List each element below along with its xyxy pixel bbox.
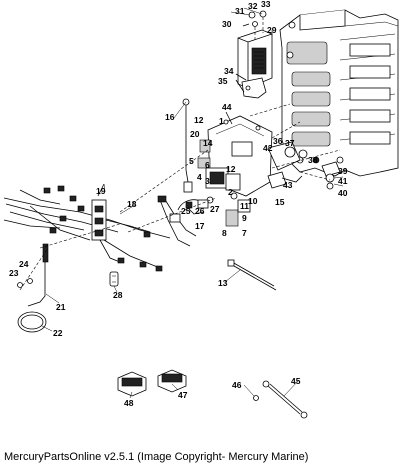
- callout-labels: 1 2 3 4 5 6 7 8 9 10 11 12 12 13 14 15 1…: [9, 0, 348, 408]
- callout-27: 27: [210, 204, 220, 214]
- callout-16: 16: [165, 112, 175, 122]
- sensor-group: [267, 141, 341, 190]
- callout-11: 11: [240, 201, 249, 211]
- callout-19: 19: [96, 186, 106, 196]
- callout-9: 9: [242, 213, 247, 223]
- callout-20: 20: [190, 129, 200, 139]
- callout-31: 31: [235, 6, 245, 16]
- callout-36: 36: [273, 136, 283, 146]
- clip: [97, 183, 105, 197]
- bracket: [235, 73, 267, 99]
- connector-block-47: [157, 369, 187, 393]
- callout-14: 14: [203, 138, 213, 148]
- callout-42: 42: [263, 143, 273, 153]
- callout-7: 7: [242, 228, 247, 238]
- copyright-footer: MercuryPartsOnline v2.5.1 (Image Copyrig…: [4, 451, 309, 463]
- callout-5: 5: [189, 156, 194, 166]
- connectors: [177, 199, 209, 211]
- relay-group: [197, 139, 251, 227]
- callout-28: 28: [113, 290, 123, 300]
- callout-23: 23: [9, 268, 19, 278]
- cable-tie: [227, 259, 277, 291]
- callout-26: 26: [195, 206, 205, 216]
- callout-6: 6: [205, 160, 210, 170]
- terminals: [17, 278, 33, 288]
- battery-cable: [17, 243, 49, 333]
- callout-13: 13: [218, 278, 228, 288]
- callout-22: 22: [53, 328, 63, 338]
- callout-32: 32: [248, 1, 258, 11]
- alignment-lines: [19, 103, 341, 291]
- callout-15: 15: [275, 197, 285, 207]
- probe-lead: [182, 98, 193, 193]
- wiring-harness: [3, 185, 171, 272]
- callout-10: 10: [248, 196, 258, 206]
- callout-3: 3: [205, 176, 210, 186]
- callout-30: 30: [222, 19, 232, 29]
- leader-lines: [41, 7, 344, 399]
- callout-47: 47: [178, 390, 188, 400]
- callout-37: 37: [285, 138, 295, 148]
- callout-34: 34: [224, 66, 234, 76]
- callout-43: 43: [283, 180, 293, 190]
- callout-21: 21: [56, 302, 66, 312]
- callout-38: 38: [308, 155, 318, 165]
- callout-39: 39: [338, 166, 348, 176]
- callout-17: 17: [195, 221, 205, 231]
- callout-1: 1: [219, 116, 224, 126]
- callout-41: 41: [338, 176, 348, 186]
- connector-block-48: [117, 371, 147, 397]
- callout-24: 24: [19, 259, 29, 269]
- engine-block: [279, 9, 399, 177]
- callout-18: 18: [127, 199, 137, 209]
- sub-harness: [157, 195, 205, 247]
- callout-48: 48: [124, 398, 134, 408]
- callout-12: 12: [226, 164, 236, 174]
- ground-strap: [253, 380, 308, 419]
- callout-4: 4: [197, 172, 202, 182]
- fuse: [109, 271, 119, 287]
- callout-33: 33: [261, 0, 271, 9]
- callout-44: 44: [222, 102, 232, 112]
- stud: [225, 111, 233, 125]
- callout-12b: 12: [194, 115, 204, 125]
- callout-2: 2: [228, 187, 233, 197]
- ecm-module: [237, 29, 273, 89]
- callout-35: 35: [218, 76, 228, 86]
- ecm-screws: [242, 10, 267, 40]
- callout-40: 40: [338, 188, 348, 198]
- callout-8: 8: [222, 228, 227, 238]
- callout-25: 25: [181, 206, 191, 216]
- callout-46: 46: [232, 380, 242, 390]
- callout-45: 45: [291, 376, 301, 386]
